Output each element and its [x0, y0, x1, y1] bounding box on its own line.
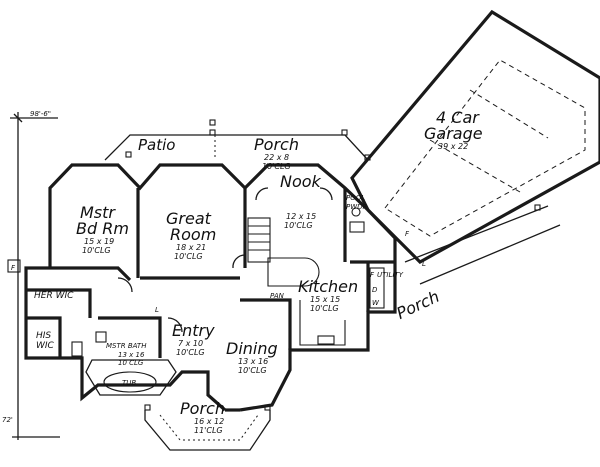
- mstr-bath-ceiling: 10 CLG: [118, 359, 144, 367]
- width-dimension: 98'-6": [30, 110, 51, 118]
- house-walls: [24, 163, 397, 412]
- rear-porch-label: Porch: [254, 135, 299, 154]
- his-wic-label-2: WIC: [36, 341, 55, 351]
- garage-label-1: 4 Car: [436, 108, 480, 127]
- dining-size: 13 x 16: [238, 357, 268, 366]
- garage-size: 39 x 22: [438, 142, 468, 151]
- rear-porch-ceiling: 10'CLG: [262, 162, 291, 171]
- nook-label: Nook: [280, 172, 322, 191]
- dimension-lines: [10, 112, 60, 440]
- dining-ceiling: 10'CLG: [238, 366, 267, 375]
- utility-label: UTILITY: [377, 271, 404, 279]
- door-swings: [117, 187, 333, 333]
- linen-label-a: L: [155, 306, 159, 314]
- rear-porch-outline: [104, 134, 369, 161]
- great-room-label-2: Room: [170, 225, 216, 244]
- tub-area: [71, 331, 177, 396]
- freezer-label-a: F: [11, 264, 16, 272]
- dining-label: Dining: [226, 339, 278, 358]
- depth-dimension: 72': [2, 416, 13, 424]
- great-room-ceiling: 10'CLG: [174, 252, 203, 261]
- master-label-2: Bd Rm: [76, 219, 129, 238]
- washer-label: W: [372, 299, 380, 307]
- pantry-label: PAN: [270, 292, 285, 300]
- powder-label-1: POOL: [346, 194, 365, 202]
- kitchen-island: [267, 257, 346, 346]
- front-porch-size: 16 x 12: [194, 417, 224, 426]
- nook-ceiling: 10'CLG: [284, 221, 313, 230]
- freezer-label-b: F: [370, 271, 375, 279]
- stair: [247, 217, 271, 263]
- great-room-label-1: Great: [166, 209, 212, 228]
- powder-label-2: PWDR: [346, 203, 368, 211]
- entry-ceiling: 10'CLG: [176, 348, 205, 357]
- mstr-bath-size: 13 x 16: [118, 351, 145, 359]
- entry-size: 7 x 10: [178, 339, 203, 348]
- nook-size: 12 x 15: [286, 212, 316, 221]
- utility-fixtures: [7, 207, 385, 309]
- side-porch-label: Porch: [394, 287, 443, 323]
- linen-label-b: L: [422, 260, 426, 268]
- columns: [125, 119, 541, 411]
- her-wic-label: HER WIC: [34, 291, 74, 301]
- front-porch-outline: [144, 410, 271, 451]
- kitchen-size: 15 x 15: [310, 295, 340, 304]
- garage-walls: [350, 9, 600, 285]
- his-wic-label-1: HIS: [36, 331, 51, 341]
- great-room-size: 18 x 21: [176, 243, 206, 252]
- master-label-1: Mstr: [80, 203, 116, 222]
- tub-label: TUB: [122, 379, 136, 387]
- front-porch-label: Porch: [180, 399, 225, 418]
- entry-label: Entry: [172, 321, 215, 340]
- rear-porch-size: 22 x 8: [264, 153, 289, 162]
- kitchen-ceiling: 10'CLG: [310, 304, 339, 313]
- garage-label-2: Garage: [424, 124, 483, 143]
- front-porch-ceiling: 11'CLG: [194, 426, 223, 435]
- patio-label: Patio: [138, 136, 175, 154]
- freezer-label-c: F: [405, 230, 410, 238]
- dryer-label: D: [372, 286, 378, 294]
- kitchen-label: Kitchen: [298, 277, 358, 296]
- mstr-bath-label: MSTR BATH: [106, 342, 147, 350]
- master-size: 15 x 19: [84, 237, 114, 246]
- master-ceiling: 10'CLG: [82, 246, 111, 255]
